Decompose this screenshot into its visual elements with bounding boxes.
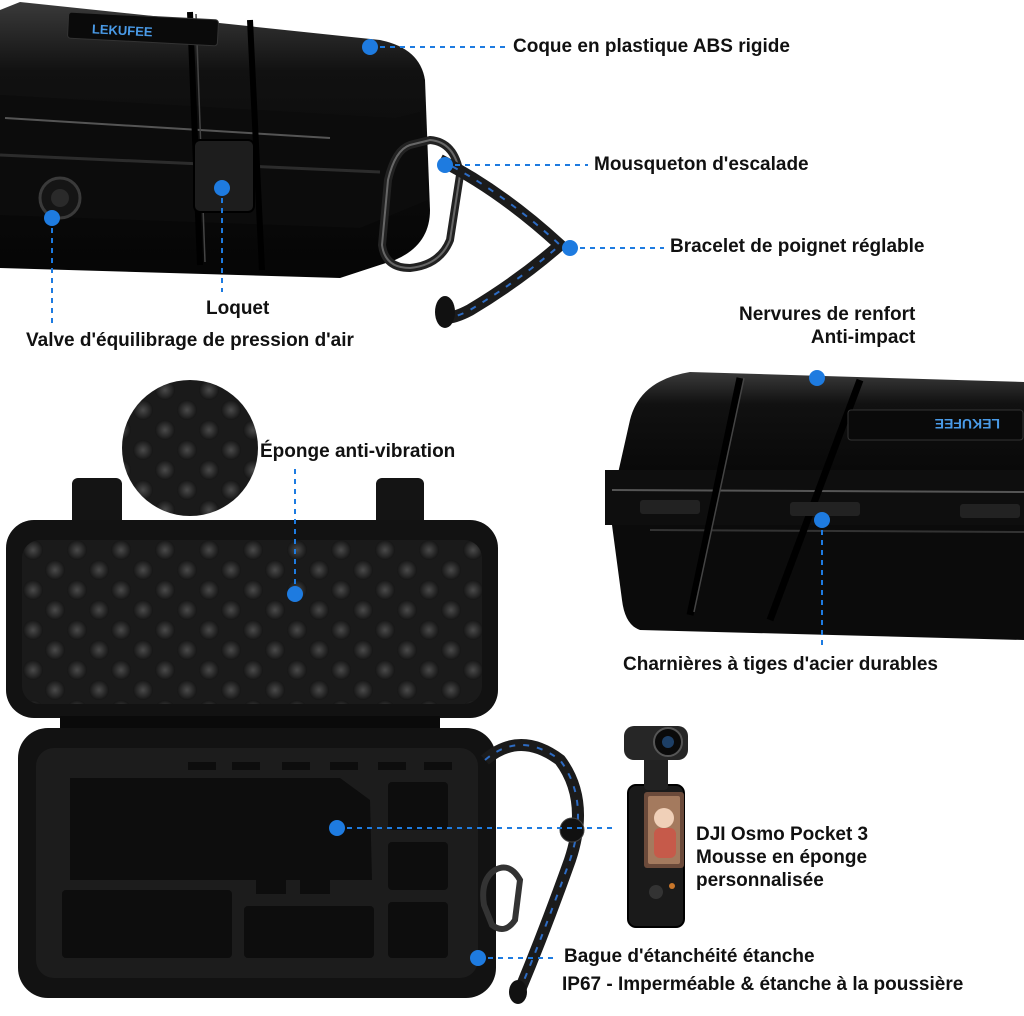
label-ribs-line2: Anti-impact	[810, 326, 916, 348]
open-case	[6, 478, 585, 1004]
label-osmo-line1: DJI Osmo Pocket 3	[696, 824, 869, 845]
label-shell: Coque en plastique ABS rigide	[513, 36, 790, 57]
label-hinges: Charnières à tiges d'acier durables	[623, 654, 938, 675]
closed-case-top-left: LEKUFEE	[0, 2, 569, 328]
label-ribs-line1: Nervures de renfort	[739, 304, 916, 325]
closed-case-right: LEKUFEE	[605, 372, 1024, 640]
label-valve: Valve d'équilibrage de pression d'air	[26, 330, 354, 351]
brand-logo-right: LEKUFEE	[935, 416, 1000, 432]
label-osmo: DJI Osmo Pocket 3 Mousse en éponge perso…	[696, 824, 868, 892]
brand-logo-top: LEKUFEE	[92, 21, 154, 39]
label-seal-line1: Bague d'étanchéité étanche	[564, 946, 815, 967]
label-strap: Bracelet de poignet réglable	[670, 236, 925, 257]
label-osmo-line3: personnalisée	[696, 869, 824, 891]
label-latch: Loquet	[206, 298, 270, 319]
foam-sample-circle	[122, 380, 258, 516]
label-sponge: Éponge anti-vibration	[260, 441, 456, 462]
callouts	[44, 39, 830, 966]
label-osmo-line2: Mousse en éponge	[696, 846, 868, 868]
label-ribs: Nervures de renfort Anti-impact	[739, 304, 915, 350]
label-carabiner: Mousqueton d'escalade	[594, 154, 809, 175]
label-seal-line2: IP67 - Imperméable & étanche à la poussi…	[562, 974, 964, 995]
osmo-pocket-device	[624, 726, 688, 928]
